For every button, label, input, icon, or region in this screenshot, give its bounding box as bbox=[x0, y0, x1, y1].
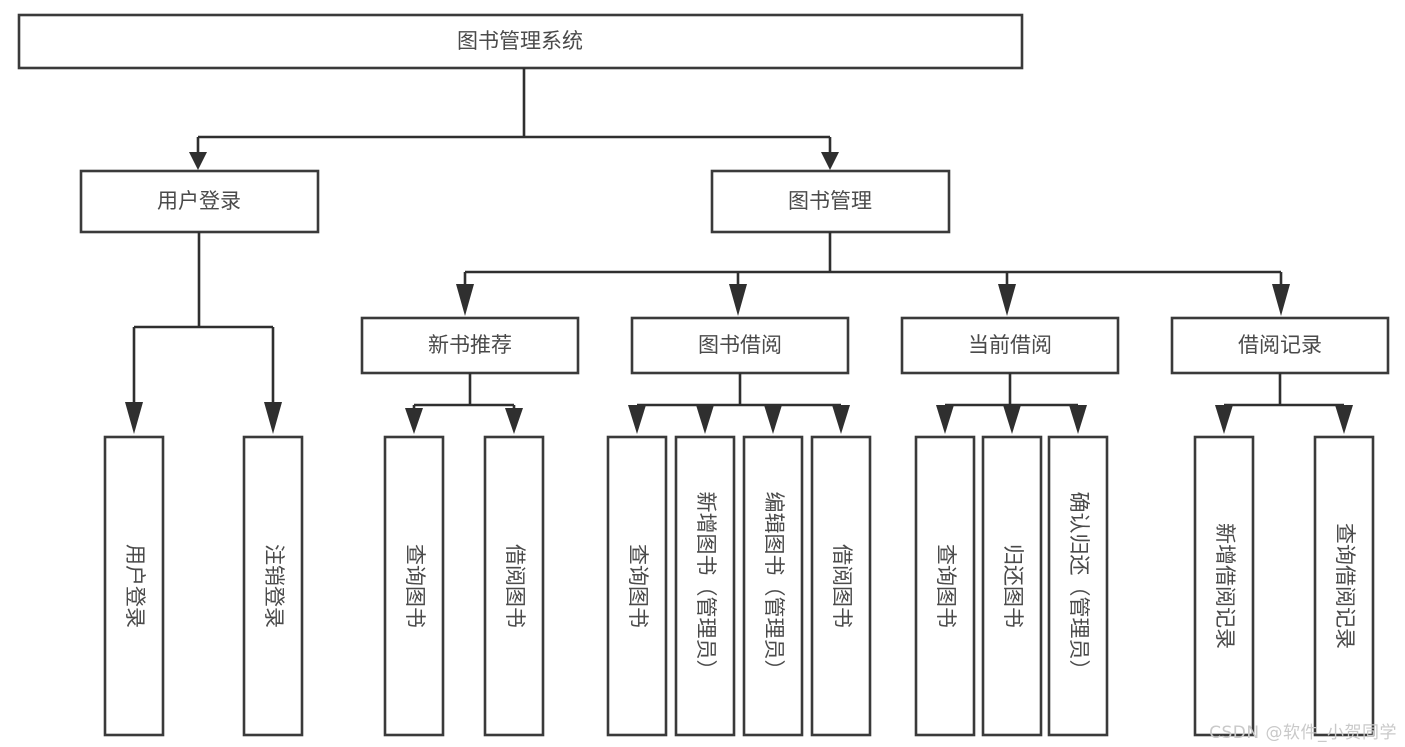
arrow-to-book-manage bbox=[821, 152, 839, 170]
leaf-query-book-2-label: 查询图书 bbox=[626, 544, 650, 628]
leaf-user-login-box bbox=[103, 435, 165, 737]
root-label: 图书管理系统 bbox=[457, 29, 583, 53]
current-borrow-label: 当前借阅 bbox=[968, 333, 1052, 357]
leaf-add-book-label: 新增图书（管理员） bbox=[694, 492, 718, 681]
user-login-label: 用户登录 bbox=[157, 189, 241, 213]
leaf-query-book-2[interactable]: 查询图书 bbox=[606, 435, 668, 737]
leaf-add-record-box bbox=[1193, 435, 1255, 737]
arrow-to-new-book bbox=[456, 284, 474, 316]
leaf-return-book-box bbox=[981, 435, 1043, 737]
leaf-query-book-1[interactable]: 查询图书 bbox=[383, 435, 445, 737]
leaf-confirm-return-label: 确认归还（管理员） bbox=[1067, 492, 1091, 681]
arrow-new-book-leaf1 bbox=[405, 408, 423, 434]
node-current-borrow[interactable]: 当前借阅 bbox=[900, 316, 1120, 375]
borrow-record-label: 借阅记录 bbox=[1238, 333, 1322, 357]
arrow-to-book-borrow bbox=[729, 284, 747, 316]
leaf-borrow-book-1-label: 借阅图书 bbox=[503, 544, 527, 628]
node-book-manage[interactable]: 图书管理 bbox=[710, 169, 951, 234]
arrow-book-borrow-leaf1 bbox=[628, 405, 646, 434]
leaf-add-book-box bbox=[674, 435, 736, 737]
book-borrow-label: 图书借阅 bbox=[698, 333, 782, 357]
leaf-confirm-return-box bbox=[1047, 435, 1109, 737]
node-user-login[interactable]: 用户登录 bbox=[79, 169, 320, 234]
leaf-query-book-3-box bbox=[914, 435, 976, 737]
leaf-borrow-book-2-box bbox=[810, 435, 872, 737]
leaf-return-book[interactable]: 归还图书 bbox=[981, 435, 1043, 737]
leaf-add-book[interactable]: 新增图书（管理员） bbox=[674, 435, 736, 737]
arrow-book-borrow-leaf4 bbox=[832, 405, 850, 434]
leaf-query-book-1-box bbox=[383, 435, 445, 737]
arrow-to-borrow-record bbox=[1272, 284, 1290, 316]
leaf-confirm-return[interactable]: 确认归还（管理员） bbox=[1047, 435, 1109, 737]
new-book-recommend-label: 新书推荐 bbox=[428, 333, 512, 357]
arrow-to-user-login bbox=[189, 152, 207, 170]
arrow-current-borrow-leaf2 bbox=[1003, 405, 1021, 434]
node-root[interactable]: 图书管理系统 bbox=[17, 13, 1024, 70]
leaf-add-record[interactable]: 新增借阅记录 bbox=[1193, 435, 1255, 737]
leaf-query-book-2-box bbox=[606, 435, 668, 737]
leaf-query-book-3[interactable]: 查询图书 bbox=[914, 435, 976, 737]
leaf-logout-label: 注销登录 bbox=[262, 544, 286, 628]
leaf-query-record-box bbox=[1313, 435, 1375, 737]
leaf-query-book-3-label: 查询图书 bbox=[934, 544, 958, 628]
book-borrow-box bbox=[630, 316, 850, 375]
current-borrow-box bbox=[900, 316, 1120, 375]
borrow-record-box bbox=[1170, 316, 1390, 375]
leaf-return-book-label: 归还图书 bbox=[1001, 544, 1025, 628]
leaf-user-login[interactable]: 用户登录 bbox=[103, 435, 165, 737]
arrow-user-login-leaf1 bbox=[125, 402, 143, 434]
leaf-edit-book-label: 编辑图书（管理员） bbox=[762, 492, 786, 681]
arrow-book-borrow-leaf3 bbox=[764, 405, 782, 434]
leaf-logout[interactable]: 注销登录 bbox=[242, 435, 304, 737]
leaf-user-login-label: 用户登录 bbox=[123, 544, 147, 628]
arrow-book-borrow-leaf2 bbox=[696, 405, 714, 434]
leaf-edit-book-box bbox=[742, 435, 804, 737]
leaf-borrow-book-1[interactable]: 借阅图书 bbox=[483, 435, 545, 737]
leaf-borrow-book-2-label: 借阅图书 bbox=[830, 544, 854, 628]
leaf-borrow-book-1-box bbox=[483, 435, 545, 737]
arrow-current-borrow-leaf1 bbox=[936, 405, 954, 434]
node-borrow-record[interactable]: 借阅记录 bbox=[1170, 316, 1390, 375]
leaf-query-record-label: 查询借阅记录 bbox=[1333, 523, 1357, 649]
book-manage-label: 图书管理 bbox=[788, 189, 872, 213]
leaf-edit-book[interactable]: 编辑图书（管理员） bbox=[742, 435, 804, 737]
leaf-borrow-book-2[interactable]: 借阅图书 bbox=[810, 435, 872, 737]
arrow-user-login-leaf2 bbox=[264, 402, 282, 434]
leaf-add-record-label: 新增借阅记录 bbox=[1213, 523, 1237, 649]
book-manage-box bbox=[710, 169, 951, 234]
root-box bbox=[17, 13, 1024, 70]
node-new-book-recommend[interactable]: 新书推荐 bbox=[360, 316, 580, 375]
arrow-borrow-record-leaf1 bbox=[1215, 405, 1233, 434]
leaf-query-book-1-label: 查询图书 bbox=[403, 544, 427, 628]
arrow-to-current-borrow bbox=[998, 284, 1016, 316]
arrow-borrow-record-leaf2 bbox=[1335, 405, 1353, 434]
arrow-current-borrow-leaf3 bbox=[1069, 405, 1087, 434]
leaf-logout-box bbox=[242, 435, 304, 737]
new-book-recommend-box bbox=[360, 316, 580, 375]
node-book-borrow[interactable]: 图书借阅 bbox=[630, 316, 850, 375]
arrow-new-book-leaf2 bbox=[505, 408, 523, 434]
leaf-query-record[interactable]: 查询借阅记录 bbox=[1313, 435, 1375, 737]
